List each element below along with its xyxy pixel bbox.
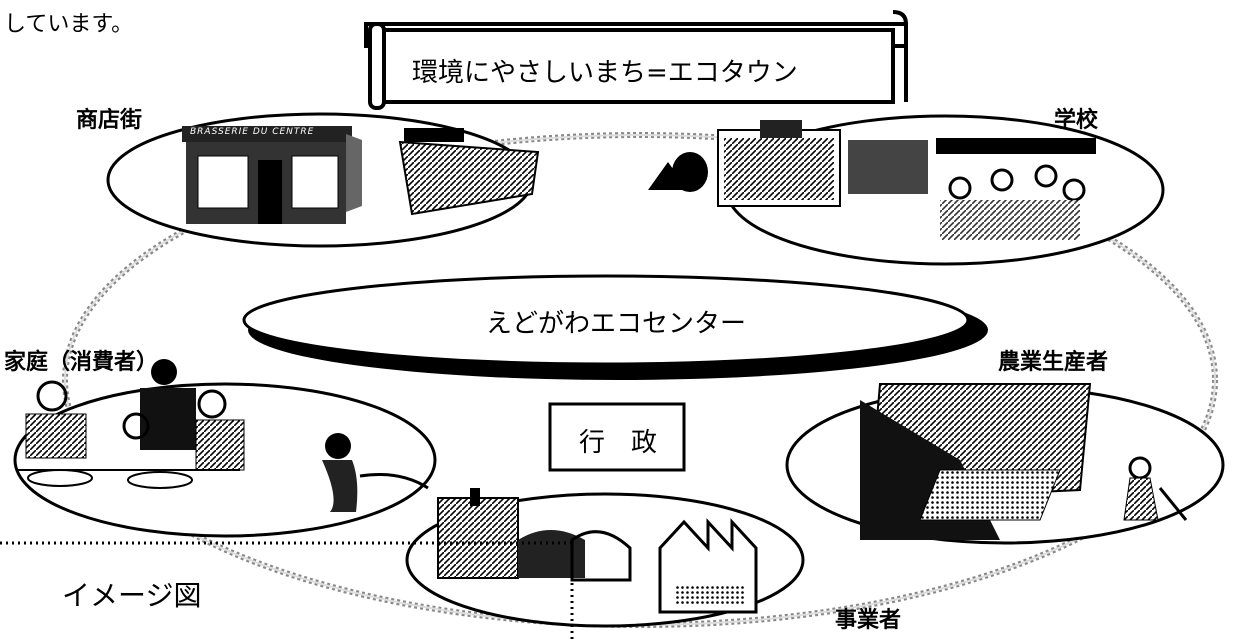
household-illustration: [18, 359, 429, 512]
school-label: 学校: [1054, 108, 1099, 133]
admin-label: 行 政: [579, 428, 658, 458]
shop-sign-text: BRASSERIE DU CENTRE: [190, 127, 315, 137]
center-ellipse: [242, 274, 988, 380]
factory-illustration: [437, 488, 758, 614]
admin-box: [548, 402, 686, 472]
center-label: えどがわエコセンター: [486, 309, 747, 339]
shopping-label: 商店街: [76, 108, 143, 133]
intro-text-fragment: しています。: [4, 12, 134, 37]
legend-box: [0, 541, 574, 641]
farm-illustration: [860, 383, 1188, 540]
shop-illustration: [182, 126, 540, 224]
banner-scroll: [364, 10, 908, 110]
legend-label: イメージ図: [62, 579, 202, 612]
household-label: 家庭（消費者）: [4, 350, 159, 375]
business-label: 事業者: [835, 608, 902, 633]
farmer-label: 農業生産者: [998, 350, 1109, 375]
banner-title: 環境にやさしいまち=エコタウン: [412, 58, 798, 88]
school-illustration: [648, 120, 1096, 240]
